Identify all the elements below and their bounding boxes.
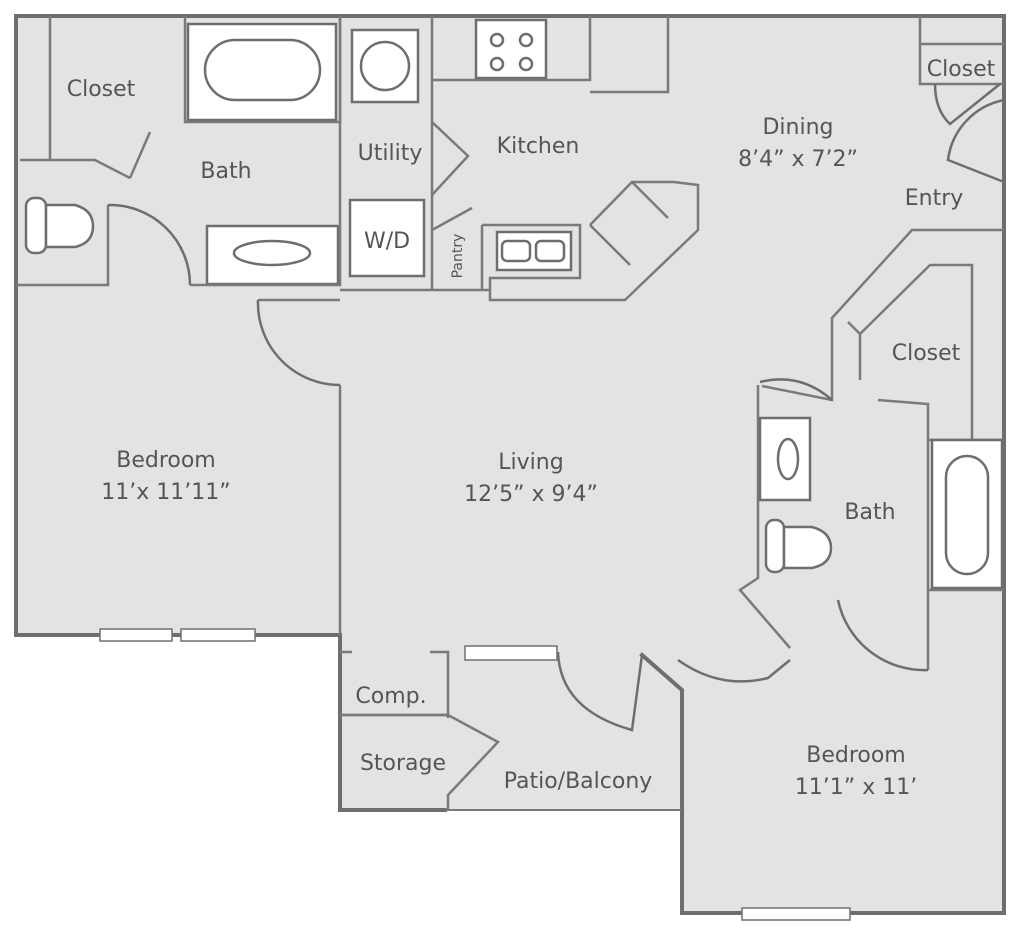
bedroom-se-size: 11’1” x 11’ [795,775,917,800]
bedroom-se-label: Bedroom [806,743,906,768]
toilet-e-tank [764,518,786,574]
kitchen-island [482,180,700,302]
bath-e-door [836,599,929,672]
living-label: Living [498,450,563,475]
dishwasher [589,181,669,266]
burner-4 [518,56,534,72]
kitchen-label: Kitchen [497,134,580,159]
bathtub-nw-basin [203,38,322,102]
bathtub-e-basin [944,454,990,576]
sink-basin-2 [534,239,566,263]
burner-2 [518,32,534,48]
window-bedroom-w-2 [180,628,256,642]
dining-label: Dining [762,115,833,140]
closet-e-label: Closet [892,341,961,366]
pantry-label: Pantry [450,234,466,279]
utility-label: Utility [358,141,423,166]
bedroom-w-walls [190,16,342,635]
bedroom-se-door [677,658,791,683]
toilet-nw-bowl [44,203,95,249]
bath-e-label: Bath [844,500,895,525]
entry-door [946,98,1005,184]
dining-size: 8’4” x 7’2” [738,147,858,172]
sink-e [776,437,800,481]
storage-walls [340,713,501,810]
closet-nw-label: Closet [67,77,136,102]
bedroom-w-door [256,299,341,387]
toilet-e-bowl [782,525,833,570]
washer-dryer [348,198,426,278]
closet-nw-walls [20,16,152,180]
toilet-nw-tank [24,196,48,255]
bath-nw-door [107,203,192,286]
wd-label: W/D [364,229,410,254]
storage-label: Storage [360,751,446,776]
kitchen-counter-top [432,16,670,94]
living-size: 12’5” x 9’4” [464,482,598,507]
water-heater-tank [359,40,411,92]
bedroom-w-size: 11’x 11’11” [101,480,230,505]
bedroom-w-label: Bedroom [116,448,216,473]
closet-e-walls [761,228,1004,440]
closet-ne-door [933,83,1001,126]
entry-label: Entry [905,186,964,211]
closet-ne-walls [918,16,1004,86]
range [474,18,548,80]
burner-1 [489,32,505,48]
window-bedroom-se [741,907,851,921]
sink-nw [232,239,312,267]
closet-ne-label: Closet [927,57,996,82]
comp-label: Comp. [355,684,426,709]
patio-label: Patio/Balcony [504,769,653,794]
sink-basin-1 [500,239,532,263]
bath-nw-label: Bath [200,159,251,184]
patio-door [556,651,644,732]
window-bedroom-w-1 [99,628,173,642]
utility-walls [340,16,490,292]
living-east-door [759,378,833,401]
burner-3 [489,56,505,72]
patio-slider [464,645,558,661]
